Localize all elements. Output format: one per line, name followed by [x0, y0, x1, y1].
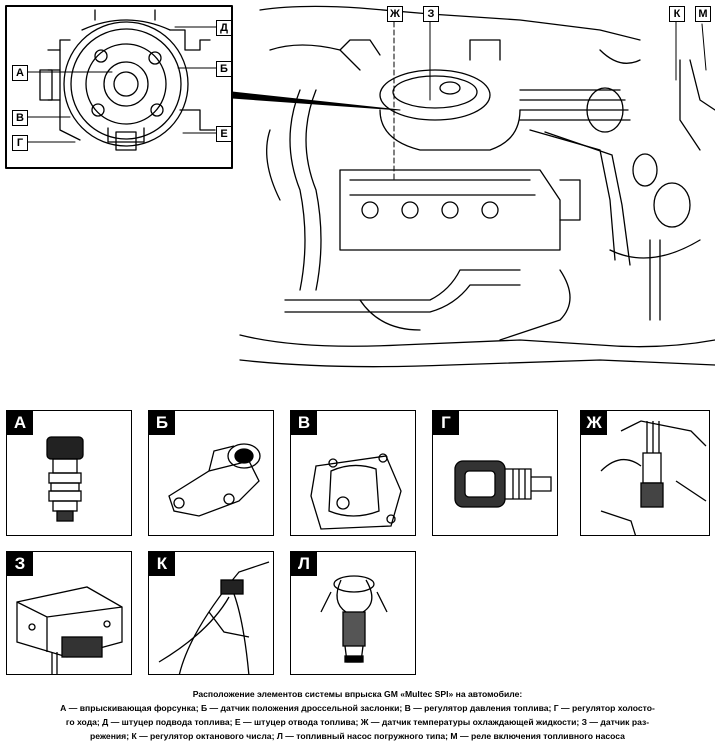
throttle-position-sensor-drawing — [168, 443, 261, 517]
panel-injector: А — [6, 410, 132, 536]
callout-k: К — [669, 6, 685, 22]
callout-m: М — [695, 6, 711, 22]
vacuum-sensor-drawing — [16, 586, 123, 674]
caption-line-2: го хода; Д — штуцер подвода топлива; Е —… — [65, 717, 650, 727]
caption-line-3: режения; К — регулятор октанового числа;… — [90, 731, 625, 741]
panel-coolant-sensor: Ж — [580, 410, 710, 536]
panel-label: Б — [149, 411, 175, 435]
callout-b: Б — [216, 61, 232, 77]
caption-line-1: А — впрыскивающая форсунка; Б — датчик п… — [60, 703, 655, 713]
panel-label: В — [291, 411, 317, 435]
panel-label: К — [149, 552, 175, 576]
throttle-body-inset-frame — [5, 5, 233, 169]
callout-v: В — [12, 110, 28, 126]
callout-d: Д — [216, 20, 232, 36]
pressure-regulator-drawing — [310, 453, 402, 530]
throttle-body-drawing — [39, 9, 216, 151]
callout-a: А — [12, 65, 28, 81]
caption-title: Расположение элементов системы впрыска G… — [192, 689, 523, 699]
callout-g: Г — [12, 135, 28, 151]
panel-vacuum-sensor: З — [6, 551, 132, 675]
callout-zh: Ж — [387, 6, 403, 22]
panel-label: А — [7, 411, 33, 435]
octane-regulator-drawing — [158, 561, 270, 674]
panel-label: Ж — [581, 411, 607, 435]
engine-drawing — [5, 5, 715, 368]
panel-octane-regulator: К — [148, 551, 274, 675]
engine-body-drawing — [239, 5, 715, 368]
panel-label: Л — [291, 552, 317, 576]
panel-throttle-sensor: Б — [148, 410, 274, 536]
panel-fuel-pump: Л — [290, 551, 416, 675]
injector-drawing — [46, 436, 84, 522]
callout-z: З — [423, 6, 439, 22]
panel-label: Г — [433, 411, 459, 435]
panel-pressure-regulator: В — [290, 410, 416, 536]
fuel-pump-drawing — [320, 575, 388, 663]
callout-e: Е — [216, 126, 232, 142]
panel-idle-regulator: Г — [432, 410, 558, 536]
figure-caption: Расположение элементов системы впрыска G… — [0, 687, 715, 743]
idle-regulator-drawing — [454, 460, 552, 508]
panel-label: З — [7, 552, 33, 576]
coolant-sensor-drawing — [600, 420, 707, 535]
